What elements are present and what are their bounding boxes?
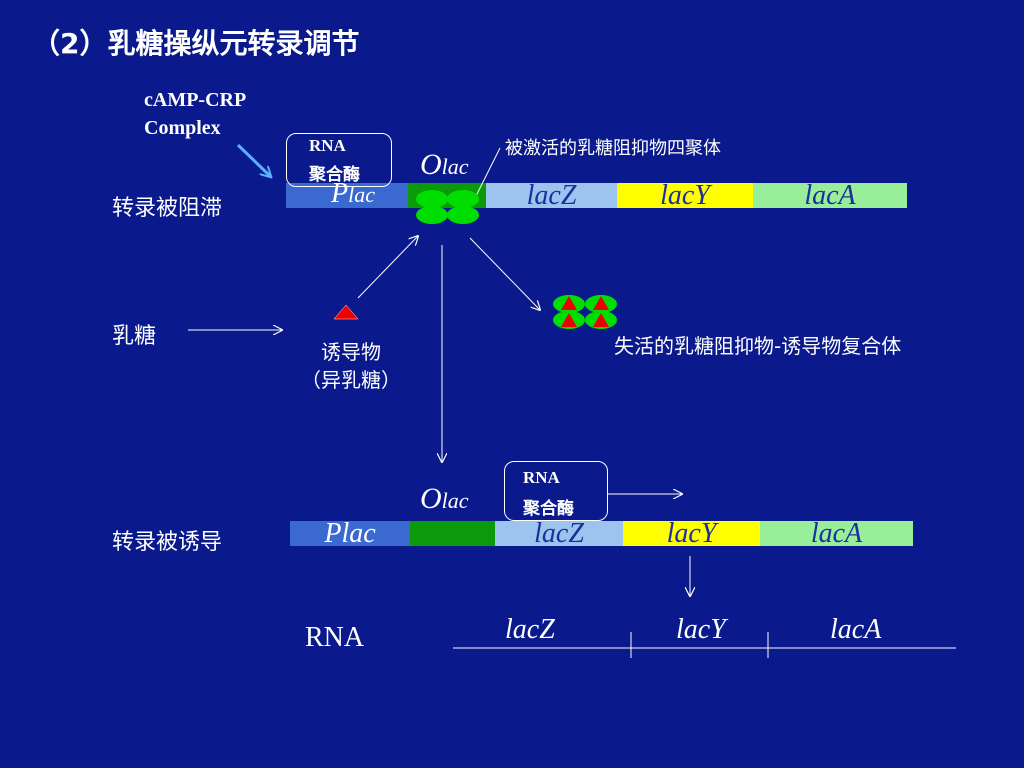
- inactive-complex-icon: [553, 295, 617, 329]
- laca-label-top: lacA: [804, 179, 856, 211]
- label-inducer-line2: （异乳糖）: [301, 368, 401, 392]
- laca-segment-top: lacA: [753, 179, 907, 211]
- transcript-lacz: lacZ: [505, 614, 555, 645]
- transcript-laca: lacA: [830, 614, 882, 645]
- lacz-label-bottom: lacZ: [534, 517, 584, 549]
- page-title: （2）乳糖操纵元转录调节: [32, 27, 360, 60]
- promoter-segment-bottom: Plac: [290, 517, 410, 549]
- label-transcription-blocked: 转录被阻滞: [112, 196, 223, 221]
- promoter-label-bottom: Plac: [324, 517, 376, 549]
- rna-polymerase-top-line1: RNA: [309, 136, 346, 155]
- label-inducer-line1: 诱导物: [321, 340, 381, 364]
- laca-label-bottom: lacA: [810, 517, 863, 549]
- camp-crp-label: cAMP-CRP Complex: [144, 86, 246, 142]
- lacz-label-top: lacZ: [526, 179, 577, 211]
- camp-crp-line2: Complex: [144, 117, 221, 139]
- rna-polymerase-top-line2: 聚合酶: [309, 165, 360, 185]
- label-inactive-complex: 失活的乳糖阻抑物-诱导物复合体: [614, 334, 902, 358]
- lacz-segment-bottom: lacZ: [495, 517, 623, 549]
- laca-segment-bottom: lacA: [760, 517, 913, 549]
- operator-label-bottom: Olac: [420, 484, 469, 514]
- camp-crp-line1: cAMP-CRP: [144, 89, 247, 111]
- lacz-segment-top: lacZ: [486, 179, 617, 211]
- label-active-repressor: 被激活的乳糖阻抑物四聚体: [505, 138, 721, 159]
- rna-polymerase-bottom-line2: 聚合酶: [523, 499, 574, 519]
- lacy-label-top: lacY: [660, 179, 710, 211]
- transcript-lacy: lacY: [676, 614, 726, 645]
- operator-sub-top: lac: [441, 154, 469, 179]
- operator-segment-bottom: [410, 521, 495, 546]
- rna-polymerase-bottom-line1: RNA: [523, 468, 560, 487]
- operator-o-bottom: O: [420, 482, 442, 515]
- repressor-tetramer-icon: [416, 190, 479, 224]
- label-lactose: 乳糖: [112, 324, 157, 349]
- promoter-sub: lac: [348, 181, 375, 207]
- repressor-to-complex-arrow: [469, 237, 540, 310]
- rna-polymerase-top: RNA 聚合酶: [286, 133, 392, 187]
- active-repressor-pointer: [475, 147, 501, 197]
- camp-crp-arrow: [236, 143, 270, 176]
- lacy-segment-bottom: lacY: [623, 517, 760, 549]
- inducer-to-repressor-arrow: [357, 236, 418, 299]
- lacy-label-bottom: lacY: [666, 517, 717, 549]
- label-inducer: 诱导物 （异乳糖）: [296, 338, 406, 394]
- operator-label-top: Olac: [420, 150, 469, 180]
- operator-o-top: O: [420, 148, 442, 181]
- inducer-triangle-icon: [333, 304, 359, 320]
- label-rna: RNA: [305, 622, 365, 653]
- lacy-segment-top: lacY: [617, 179, 753, 211]
- rna-polymerase-bottom: RNA 聚合酶: [504, 461, 608, 521]
- label-transcription-induced: 转录被诱导: [112, 530, 223, 555]
- operator-sub-bottom: lac: [441, 488, 469, 513]
